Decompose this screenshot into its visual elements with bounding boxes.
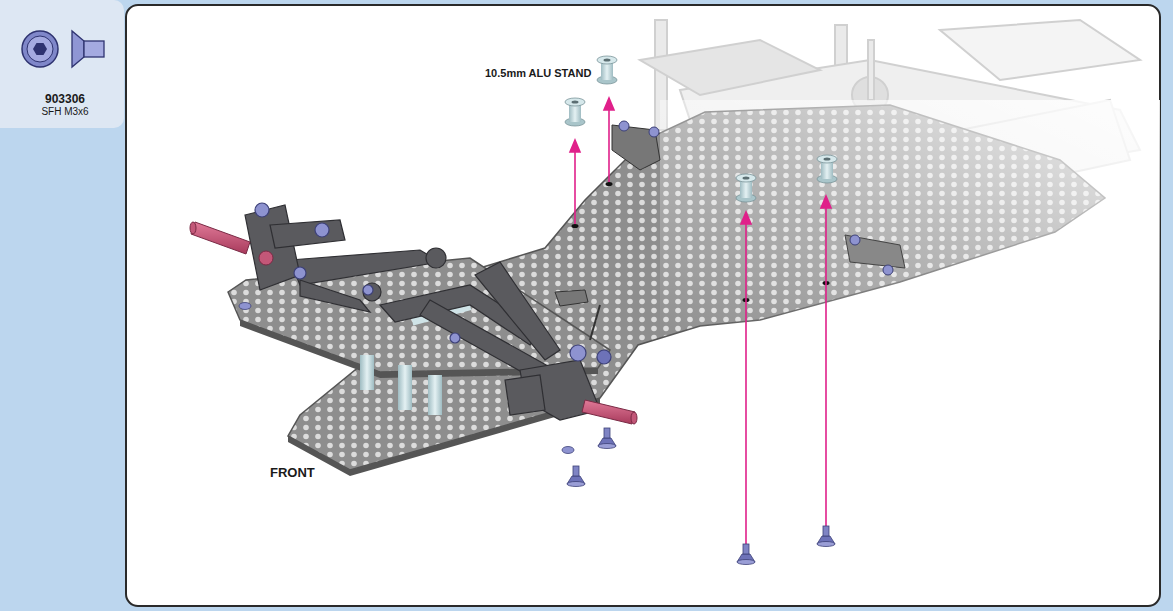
alu-stand	[565, 56, 837, 202]
suspension	[245, 203, 611, 420]
screw	[239, 303, 835, 565]
direction-label: FRONT	[270, 465, 315, 480]
rear-fade	[660, 100, 1160, 340]
part-number: 903306	[2, 92, 128, 106]
step-panel	[126, 5, 1160, 606]
assembly-arrows	[570, 98, 831, 556]
screw-head-icon	[22, 31, 58, 67]
axle	[190, 222, 637, 424]
part-size: SFH M3x6	[2, 106, 128, 118]
part-name: 10.5mm ALU STAND	[485, 67, 591, 79]
mounting-holes	[572, 182, 830, 302]
mounts	[555, 121, 905, 306]
part-label: 903306SFH M3x6	[2, 92, 128, 118]
screw-side-icon	[72, 31, 104, 67]
